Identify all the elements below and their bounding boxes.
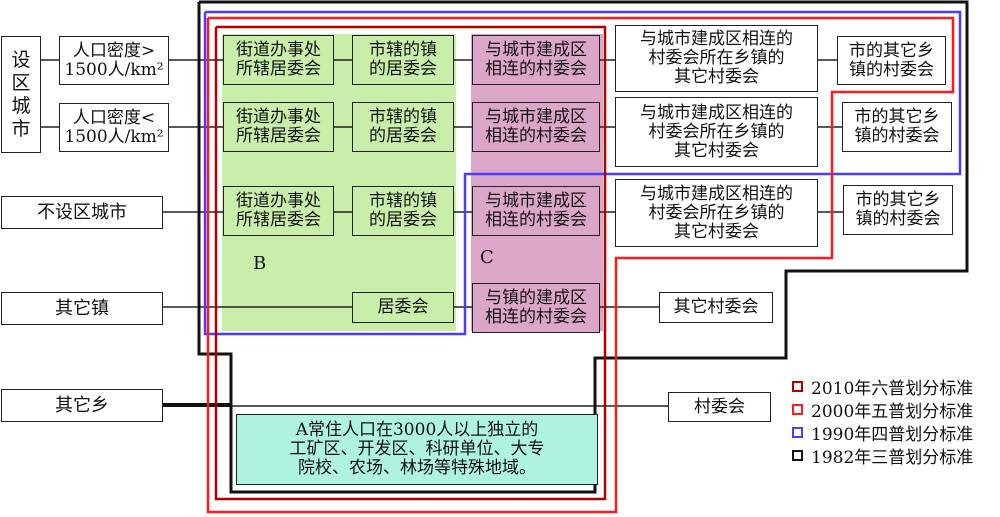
town-residents-committee: 市辖的镇 的居委会 <box>352 186 454 236</box>
category-density-low: 人口密度< 1500人/km² <box>59 103 169 152</box>
legend-swatch-2010 <box>792 381 803 392</box>
legend-swatch-2000 <box>792 404 803 415</box>
category-districted-city: 设 区 城 市 <box>1 36 41 153</box>
town-residents-committee: 市辖的镇 的居委会 <box>352 35 454 85</box>
category-other-township: 其它乡 <box>1 389 163 422</box>
village-committee: 村委会 <box>668 392 771 422</box>
township-other-villages: 与城市建成区相连的 村委会所在乡镇的 其它村委会 <box>615 179 818 247</box>
legend-label: 2010年六普划分标准 <box>811 379 974 399</box>
region-c-label: C <box>480 247 494 268</box>
street-office-committee: 街道办事处 所辖居委会 <box>223 35 334 85</box>
legend: 2010年六普划分标准 2000年五普划分标准 1990年四普划分标准 1982… <box>792 375 974 468</box>
township-other-villages: 与城市建成区相连的 村委会所在乡镇的 其它村委会 <box>615 97 818 167</box>
connected-village-committee: 与城市建成区 相连的村委会 <box>472 186 600 236</box>
town-connected-village-committee: 与镇的建成区 相连的村委会 <box>472 283 600 333</box>
legend-item-1982: 1982年三普划分标准 <box>792 444 974 468</box>
boundary-1990 <box>203 10 962 336</box>
legend-item-2000: 2000年五普划分标准 <box>792 398 974 422</box>
category-non-districted-city: 不设区城市 <box>1 196 163 229</box>
town-residents-committee: 市辖的镇 的居委会 <box>352 102 454 152</box>
category-density-high: 人口密度> 1500人/km² <box>59 36 169 85</box>
legend-label: 1990年四普划分标准 <box>811 425 974 445</box>
city-other-villages: 市的其它乡 镇的村委会 <box>837 36 946 85</box>
legend-item-1990: 1990年四普划分标准 <box>792 421 974 445</box>
town-residents-committee-only: 居委会 <box>352 292 454 323</box>
connected-village-committee: 与城市建成区 相连的村委会 <box>472 35 600 85</box>
boundary-2010 <box>214 25 607 501</box>
legend-label: 1982年三普划分标准 <box>811 448 974 468</box>
boundary-1982 <box>197 0 969 494</box>
connected-village-committee: 与城市建成区 相连的村委会 <box>472 102 600 152</box>
legend-item-2010: 2010年六普划分标准 <box>792 375 974 399</box>
boundary-2000 <box>206 16 955 514</box>
city-other-villages: 市的其它乡 镇的村委会 <box>842 102 952 152</box>
special-area-a: A常住人口在3000人以上独立的 工矿区、开发区、科研单位、大专 院校、农场、林… <box>236 414 598 485</box>
legend-swatch-1982 <box>792 450 803 461</box>
legend-swatch-1990 <box>792 427 803 438</box>
region-b-label: B <box>253 253 267 274</box>
legend-label: 2000年五普划分标准 <box>811 402 974 422</box>
street-office-committee: 街道办事处 所辖居委会 <box>223 102 334 152</box>
category-other-town: 其它镇 <box>1 292 163 325</box>
other-village-committees: 其它村委会 <box>659 292 773 323</box>
city-other-villages: 市的其它乡 镇的村委会 <box>843 185 953 235</box>
street-office-committee: 街道办事处 所辖居委会 <box>223 186 334 236</box>
township-other-villages: 与城市建成区相连的 村委会所在乡镇的 其它村委会 <box>615 25 818 92</box>
